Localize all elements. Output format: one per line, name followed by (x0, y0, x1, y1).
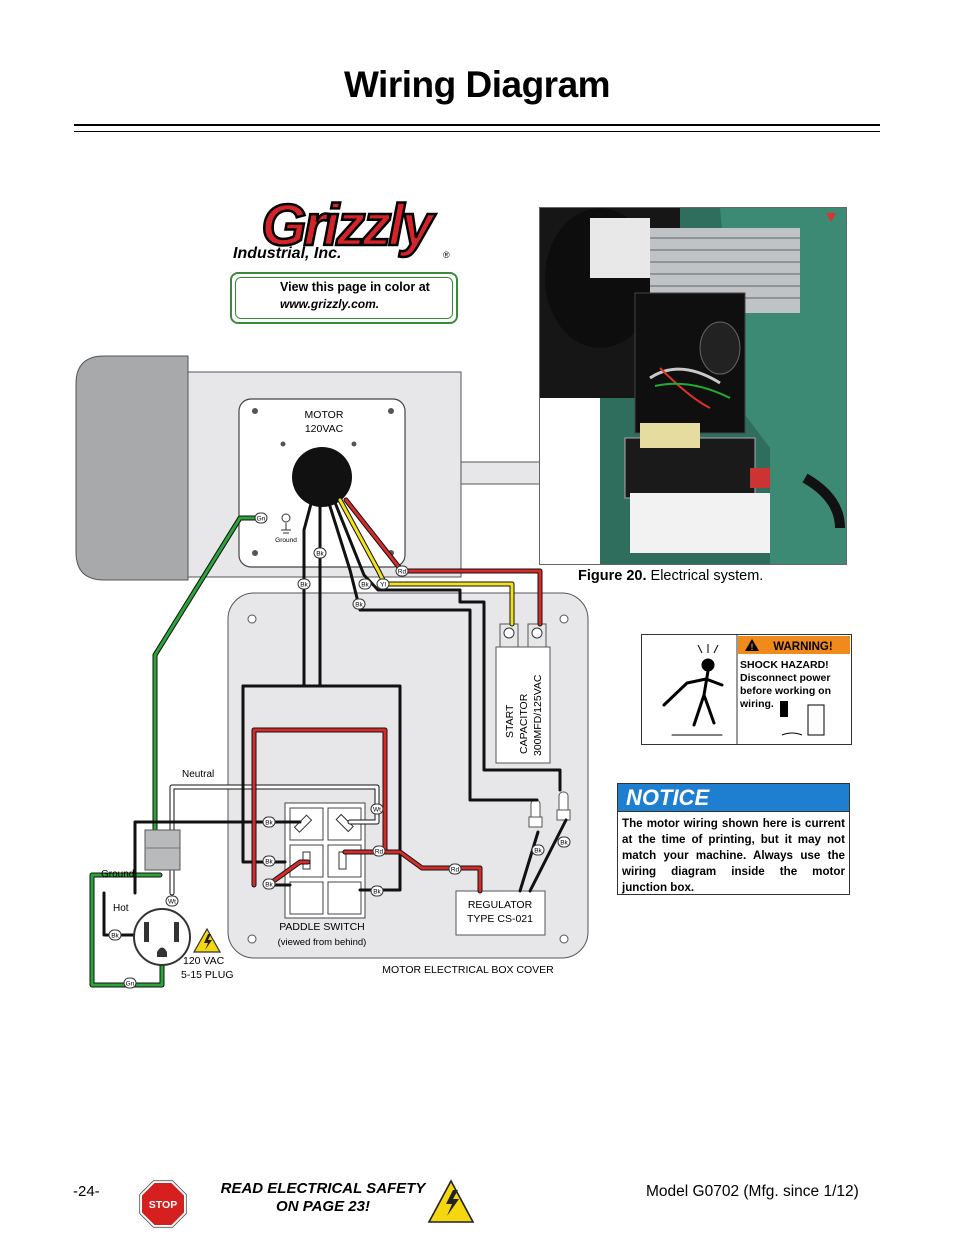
page-title: Wiring Diagram (343, 64, 611, 105)
capacitor-line2: CAPACITOR (518, 693, 530, 754)
svg-text:Gn: Gn (257, 516, 266, 523)
tag-gn-motor: Gn (254, 512, 268, 524)
page-number: -24- (73, 1183, 100, 1200)
electric-hazard-icon (427, 1179, 475, 1223)
ground-label: Ground (101, 869, 134, 880)
tag-bk-4: Bk (352, 598, 366, 610)
read-safety-line2: ON PAGE 23! (276, 1198, 370, 1215)
svg-text:Bk: Bk (534, 848, 542, 855)
svg-text:Rd: Rd (398, 569, 407, 576)
motor-junction (292, 447, 352, 507)
warning-line3: before working on (740, 685, 831, 697)
svg-text:Yl: Yl (380, 582, 386, 589)
svg-text:Bk: Bk (355, 602, 363, 609)
svg-text:Bk: Bk (265, 820, 273, 827)
svg-text:Bk: Bk (300, 582, 308, 589)
color-note-box (230, 272, 458, 324)
logo-subtitle: Industrial, Inc. (233, 245, 341, 262)
figure-caption-text: Electrical system. (650, 568, 764, 584)
tag-bk-plug: Bk (108, 929, 122, 941)
svg-text:Rd: Rd (375, 849, 384, 856)
read-safety-line1: READ ELECTRICAL SAFETY (220, 1180, 426, 1197)
svg-text:Bk: Bk (361, 582, 369, 589)
regulator: REGULATOR TYPE CS-021 (455, 791, 571, 936)
capacitor-line3: 300MFD/125VAC (532, 674, 544, 756)
tag-bk-2: Bk (297, 578, 311, 590)
tag-rd-regulator: Rd (448, 863, 462, 875)
tag-bk-switch1: Bk (262, 816, 276, 828)
electrical-system-photo (539, 207, 847, 565)
warning-line2: Disconnect power (740, 672, 830, 684)
title-rule (74, 124, 880, 126)
svg-text:Bk: Bk (111, 933, 119, 940)
color-note-link[interactable]: www.grizzly.com. (280, 297, 380, 311)
shock-person-icon (662, 658, 724, 736)
paddle-switch: PADDLE SWITCH (viewed from behind) (278, 802, 367, 948)
svg-text:Bk: Bk (560, 840, 568, 847)
tag-rd-switch: Rd (372, 845, 386, 857)
warning-line1: SHOCK HAZARD! (740, 659, 829, 671)
plug-line1: 120 VAC (183, 955, 225, 967)
svg-text:!: ! (751, 642, 754, 652)
tag-bk-switch3: Bk (262, 878, 276, 890)
svg-text:Bk: Bk (373, 889, 381, 896)
model-info: Model G0702 (Mfg. since 1/12) (646, 1183, 859, 1200)
box-cover-label: MOTOR ELECTRICAL BOX COVER (382, 964, 554, 976)
motor-label: MOTOR (305, 409, 344, 421)
warning-label: ! WARNING! SHOCK HAZARD! Disconnect powe… (641, 634, 852, 745)
motor-housing: MOTOR 120VAC Ground (75, 355, 541, 581)
svg-text:Wt: Wt (168, 899, 176, 906)
title-rule-thin (74, 131, 880, 132)
start-capacitor: START CAPACITOR 300MFD/125VAC (495, 623, 551, 764)
notice-header: NOTICE (618, 784, 849, 812)
plug-line2: 5-15 PLUG (181, 969, 234, 981)
regulator-line2: TYPE CS-021 (467, 913, 533, 925)
logo-brand: Grizzly (261, 193, 436, 258)
shock-icon (192, 927, 222, 953)
ground-symbol-label: Ground (275, 537, 297, 544)
tag-wt-plug: Wt (165, 895, 179, 907)
neutral-label: Neutral (182, 769, 214, 780)
svg-text:Gn: Gn (126, 981, 135, 988)
capacitor-line1: START (504, 704, 516, 738)
tag-gn-plug: Gn (123, 977, 137, 989)
svg-text:Rd: Rd (451, 867, 460, 874)
switch-line2: (viewed from behind) (278, 937, 367, 948)
svg-text:Bk: Bk (265, 859, 273, 866)
notice-text: The motor wiring shown here is current a… (622, 817, 845, 894)
registered-mark: ® (443, 250, 450, 260)
motor-voltage: 120VAC (305, 423, 344, 435)
tag-yl: Yl (376, 578, 390, 590)
figure-label: Figure 20. (578, 568, 647, 584)
grizzly-logo: Grizzly Industrial, Inc. ® (233, 192, 450, 262)
tag-bk-cap1: Bk (531, 844, 545, 856)
regulator-line1: REGULATOR (468, 899, 533, 911)
tag-bk-1: Bk (313, 547, 327, 559)
read-safety-note: READ ELECTRICAL SAFETY ON PAGE 23! (188, 1180, 458, 1216)
svg-text:Bk: Bk (265, 882, 273, 889)
figure-caption: Figure 20. Electrical system. (578, 568, 763, 584)
tag-wt-switch: Wt (370, 803, 384, 815)
plug-icon (133, 908, 191, 966)
tag-rd-motor: Rd (395, 565, 409, 577)
warning-line4: wiring. (739, 698, 774, 710)
wire-tags: Gn Bk Bk Bk Bk Yl Rd Wt Bk Rd Bk Bk Bk R… (108, 512, 571, 989)
svg-text:Bk: Bk (316, 551, 324, 558)
wire-connector (144, 829, 181, 871)
tag-bk-3: Bk (358, 578, 372, 590)
tag-bk-switch4: Bk (370, 885, 384, 897)
stop-text: STOP (149, 1199, 177, 1211)
hot-label: Hot (113, 903, 129, 914)
stop-icon: STOP (139, 1180, 187, 1228)
notice-box: NOTICE The motor wiring shown here is cu… (617, 783, 850, 895)
tag-bk-cap2: Bk (557, 836, 571, 848)
svg-text:Wt: Wt (373, 807, 381, 814)
color-note-line1: View this page in color at (280, 280, 430, 294)
warning-header: WARNING! (773, 641, 832, 653)
tag-bk-switch2: Bk (262, 855, 276, 867)
switch-line1: PADDLE SWITCH (279, 921, 365, 933)
